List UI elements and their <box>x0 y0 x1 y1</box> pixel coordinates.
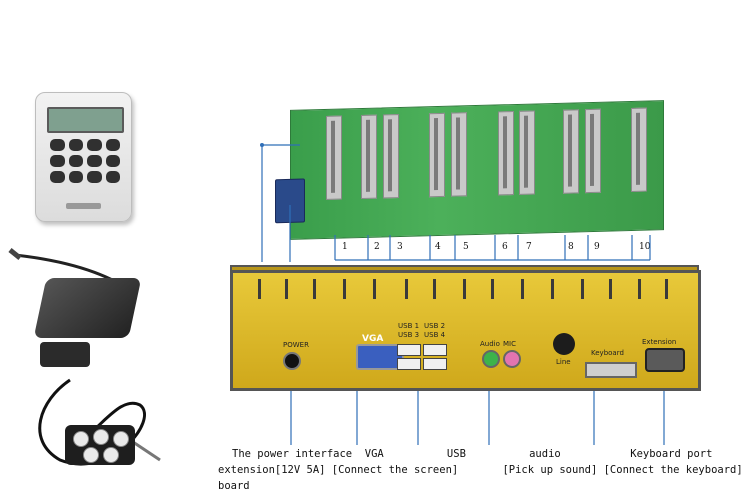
extension-label: Extension <box>642 338 677 346</box>
vga-port <box>356 344 404 370</box>
power-port <box>283 352 301 370</box>
caption-line-3: board <box>218 480 250 492</box>
power-label: POWER <box>283 341 309 349</box>
slot-number: 2 <box>374 242 380 252</box>
usb-port <box>423 344 447 356</box>
usb-label: USB 2 <box>424 322 446 330</box>
usb-port <box>397 344 421 356</box>
caption-line-1: The power interface VGA USB audio Keyboa… <box>232 448 713 460</box>
slot-number: 5 <box>463 242 469 252</box>
line-label: Line <box>556 358 571 366</box>
mic-port <box>503 350 521 368</box>
slot-number: 7 <box>526 242 532 252</box>
slot-number: 9 <box>594 242 600 252</box>
vga-label: VGA <box>362 334 384 344</box>
usb-label: USB 1 <box>398 322 420 330</box>
slot-number: 10 <box>639 242 651 252</box>
keypad-display <box>47 107 124 133</box>
keyboard-label: Keyboard <box>591 349 624 357</box>
keypad-keys <box>50 139 120 183</box>
line-port <box>553 333 575 355</box>
extension-port <box>645 348 685 372</box>
audio-label: Audio <box>480 340 500 348</box>
button-module <box>65 425 135 465</box>
usb-port <box>423 358 447 370</box>
keypad-device <box>35 92 132 222</box>
mic-label: MIC <box>503 340 516 348</box>
usb-label: USB 4 <box>424 331 446 339</box>
usb-port <box>397 358 421 370</box>
slot-number: 1 <box>342 242 348 252</box>
caption-line-2: extension[12V 5A] [Connect the screen] [… <box>218 464 750 476</box>
keyboard-port <box>585 362 637 378</box>
usb-label: USB 3 <box>398 331 420 339</box>
slot-number: 8 <box>568 242 574 252</box>
slot-number: 3 <box>397 242 403 252</box>
slot-number: 6 <box>502 242 508 252</box>
slot-number: 4 <box>435 242 441 252</box>
power-adapter-plug <box>40 342 90 367</box>
audio-port <box>482 350 500 368</box>
